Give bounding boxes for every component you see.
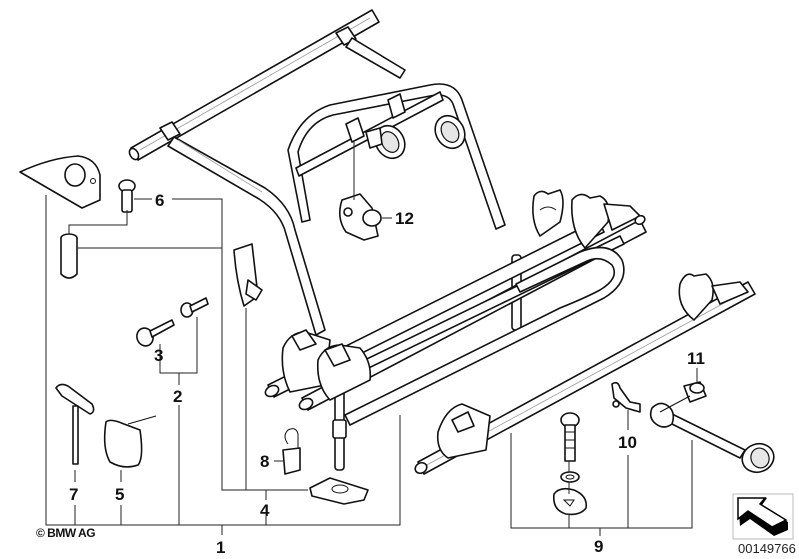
lock-nut-part-11 [683, 381, 707, 403]
part-label-1[interactable]: 1 [216, 538, 225, 557]
part-label-3[interactable]: 3 [154, 346, 163, 365]
rear-cradle-1 [532, 189, 564, 237]
cover-housing [19, 155, 101, 209]
part-label-6[interactable]: 6 [155, 191, 164, 210]
wheel-holder-upper-right [434, 114, 466, 150]
locking-plate [309, 477, 369, 505]
rear-cradle-2 [570, 193, 646, 249]
locking-clip [233, 243, 263, 307]
t-handle-wrench-part-7 [55, 383, 95, 465]
part-label-2[interactable]: 2 [173, 387, 182, 406]
arrow-up-left-icon[interactable] [732, 493, 794, 540]
fixing-screw [560, 412, 580, 462]
part-label-5[interactable]: 5 [115, 485, 124, 504]
part-label-7[interactable]: 7 [69, 485, 78, 504]
frame-clamp-part-12 [338, 193, 382, 241]
part-label-4[interactable]: 4 [260, 501, 270, 520]
pin-part-10 [611, 381, 641, 413]
rubber-pad [552, 487, 588, 516]
leader-lines [45, 142, 698, 536]
part-label-9[interactable]: 9 [594, 537, 603, 556]
front-cradle-right [316, 343, 372, 401]
part-label-10[interactable]: 10 [618, 433, 637, 452]
screw-part-6 [118, 179, 136, 213]
key-part-3 [136, 319, 175, 347]
wheel-arm-assembly [649, 395, 775, 474]
copyright-text: © BMW AG [36, 526, 95, 540]
washer [560, 471, 580, 483]
lock-cylinder-part-2 [180, 297, 209, 318]
document-number: 00149766 [738, 541, 796, 556]
sleeve [60, 233, 78, 279]
loose-wheel-rail [414, 273, 756, 475]
wheel-holder-upper-left [365, 124, 406, 160]
part-labels: 1 2 3 4 5 6 7 8 9 10 11 12 [69, 191, 705, 557]
hook-tag-part-8 [282, 428, 301, 475]
strap-part-5 [103, 415, 157, 468]
part-label-12[interactable]: 12 [395, 209, 414, 228]
part-label-8[interactable]: 8 [260, 452, 269, 471]
carrier-frame [128, 9, 647, 471]
part-label-11[interactable]: 11 [687, 349, 705, 368]
